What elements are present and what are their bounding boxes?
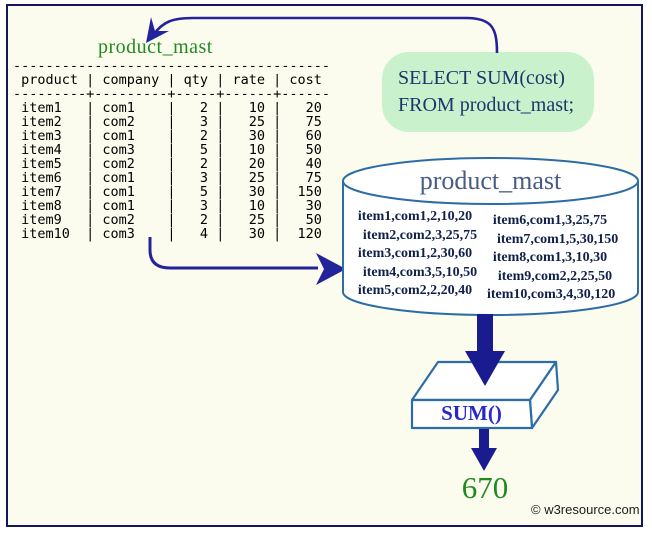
table-title: product_mast bbox=[98, 36, 213, 58]
db-row: item7,com1,5,30,150 bbox=[497, 231, 619, 247]
db-row: item1,com1,2,10,20 bbox=[357, 209, 473, 224]
db-row: item3,com1,2,30,60 bbox=[357, 246, 473, 261]
db-row: item5,com2,2,20,40 bbox=[357, 283, 473, 298]
db-row: item10,com3,4,30,120 bbox=[487, 287, 616, 302]
result-value: 670 bbox=[461, 470, 509, 505]
sql-query-line2: FROM product_mast; bbox=[398, 94, 575, 116]
sql-query-text: SELECT SUM(cost) FROM product_mast; bbox=[382, 52, 594, 119]
db-row: item4,com3,5,10,50 bbox=[362, 264, 478, 280]
db-row: item2,com2,3,25,75 bbox=[362, 227, 478, 243]
sum-function-label: SUM() bbox=[441, 401, 502, 425]
db-row: item9,com2,2,25,50 bbox=[497, 268, 613, 284]
copyright: © w3resource.com bbox=[531, 502, 640, 517]
sql-query-box: SELECT SUM(cost) FROM product_mast; bbox=[382, 52, 594, 132]
db-row: item6,com1,3,25,75 bbox=[492, 213, 608, 228]
ascii-table: --------------------------------------- … bbox=[13, 58, 330, 242]
db-row: item8,com1,3,10,30 bbox=[492, 250, 608, 265]
db-title: product_mast bbox=[419, 166, 562, 195]
sql-query-line1: SELECT SUM(cost) bbox=[398, 67, 565, 89]
db-rows-left: item1,com1,2,10,20 item2,com2,3,25,75 item… bbox=[352, 208, 478, 301]
db-rows-right: item6,com1,3,25,75 item7,com1,5,30,150 ite… bbox=[487, 212, 619, 305]
